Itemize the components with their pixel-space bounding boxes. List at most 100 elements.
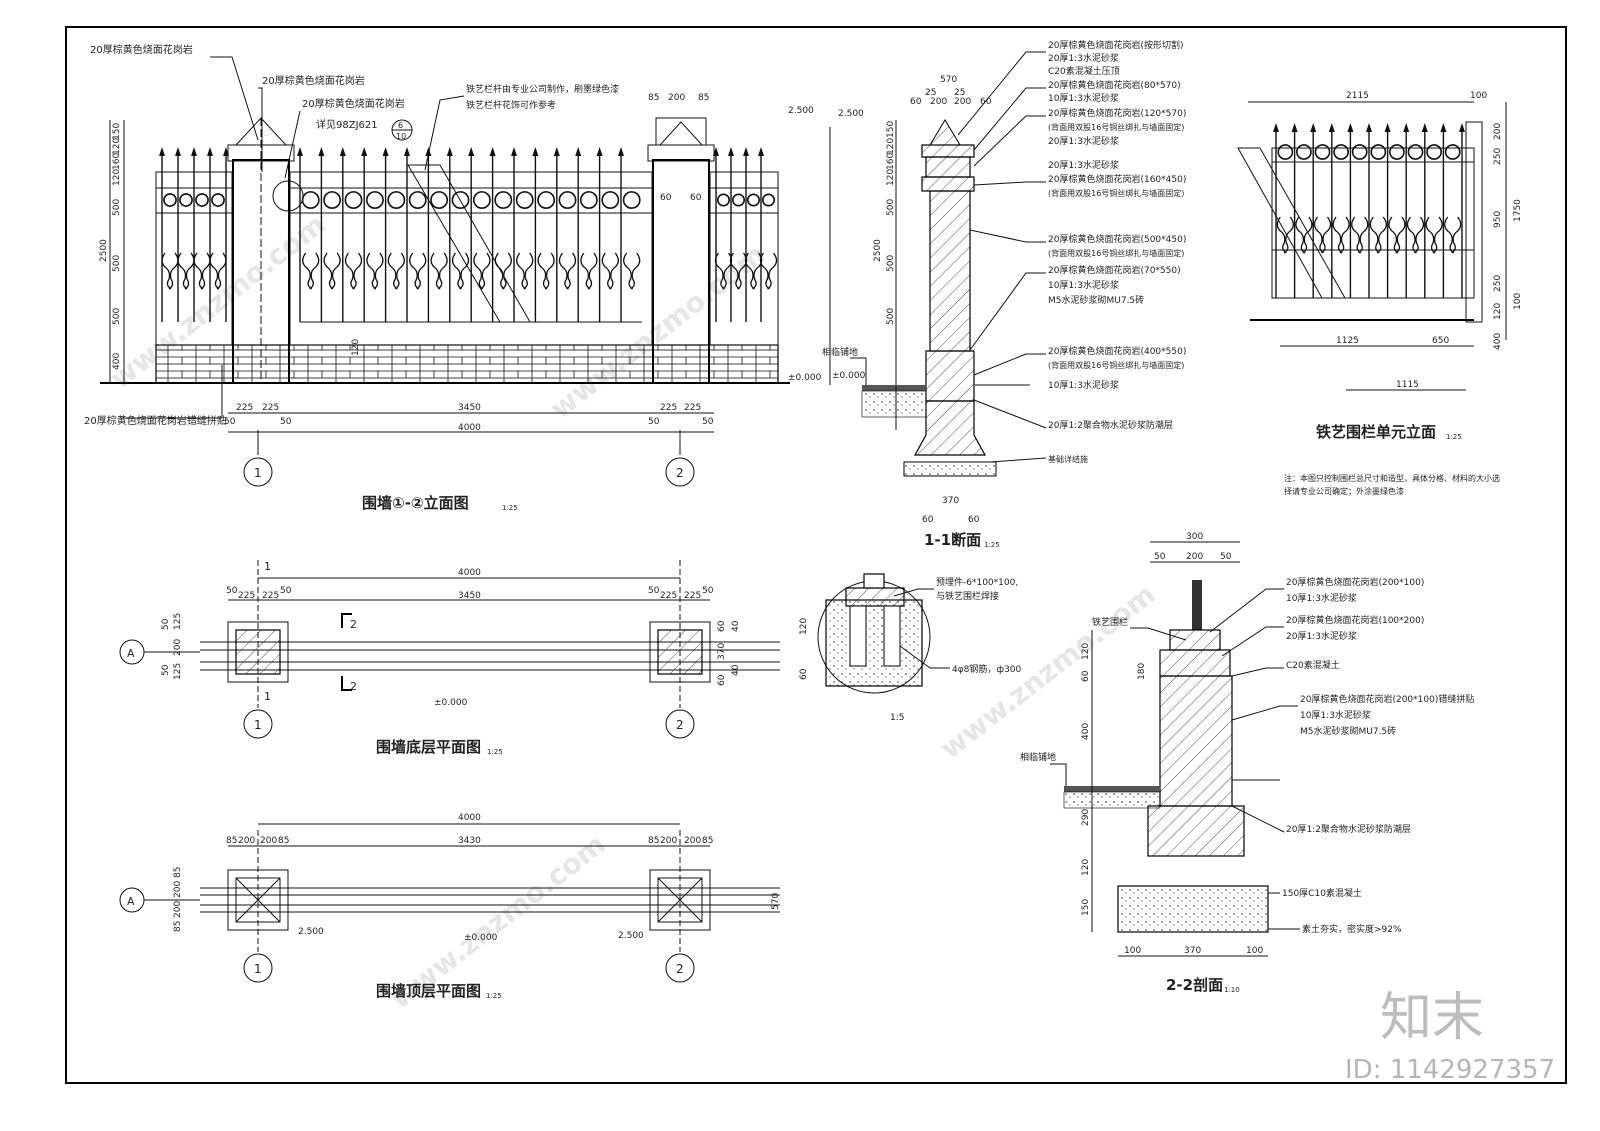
elev-axis-2: 2 [676,466,684,480]
pt-dim-l0: 85 [173,867,183,878]
detail-1-5: 预埋件-6*100*100, 与铁艺围栏焊接 4φ8钢筋，ф300 120 60… [799,573,1022,723]
s11-dim-l2: 160 [886,153,896,170]
s11-dim-l7: 500 [886,308,896,325]
detail-note-1: 与铁艺围栏焊接 [936,590,999,602]
pg-dim-l3: 50 [161,664,171,676]
pt-axis-2: 2 [676,962,684,976]
elevation-dims-bottom: 225 225 50 50 3450 225 225 50 50 4000 85… [224,93,822,487]
pg-dim-1: 50 [226,586,238,596]
elev-axis-2-bubble [665,457,695,487]
elev-dim-b2: 50 [224,417,236,427]
pt-dim-7: 200 [660,836,677,846]
s22-note-3: 20厚1:3水泥砂浆 [1286,630,1357,642]
elev-level-ground: ±0.000 [788,373,822,383]
detail-scale: 1:5 [890,713,904,723]
pg-cut-2a: 2 [350,618,357,631]
pillar-right [647,117,715,384]
watermark-id: ID: 1142927357 [1345,1055,1555,1085]
s11-dim-b2: 60 [968,515,980,525]
pg-dim-l0: 50 [161,618,171,630]
s11-dim-l0: 150 [886,121,896,138]
elevation-view: 20厚棕黄色烧面花岗岩 20厚棕黄色烧面花岗岩 20厚棕黄色烧面花岗岩 详见98… [84,43,822,512]
s22-scale: 1:10 [1224,986,1240,994]
unit-elevation: 2115 100 200 250 950 250 120 400 1750 10… [1237,91,1523,496]
pg-dim-6: 50 [648,586,660,596]
pt-level-1: ±0.000 [464,933,498,943]
pt-dim-9: 85 [702,836,713,846]
s11-dim-t6: 60 [980,97,992,107]
elev-dim-b1: 225 [262,403,279,413]
pg-dim-r3: 60 [717,620,727,632]
s22-dims: 300 50 200 50 120 60 180 400 290 120 150… [1081,532,1268,957]
unit-dim-r4: 120 [1493,303,1503,320]
pt-level-2: 2.500 [618,931,644,941]
detail-dim-1: 60 [799,668,809,680]
s11-note-6: (背面用双股16号铜丝绑扎与墙面固定) [1048,122,1184,132]
elevation-scale: 1:25 [502,504,518,512]
s11-note-15: M5水泥砂浆砌MU7.5砖 [1048,294,1144,306]
elev-dim-l5: 500 [112,255,122,272]
pg-dim-2: 225 [238,591,255,601]
elev-dim-l7: 400 [112,353,122,370]
s11-title: 1-1断面 [924,531,981,549]
plan-ground-scale: 1:25 [487,748,503,756]
brick-base [155,344,779,384]
elevation-note-1: 20厚棕黄色烧面花岗岩 [90,43,193,56]
s22-dim-l6: 150 [1081,899,1091,916]
pg-dim-4: 50 [280,586,292,596]
pt-dim-l2: 200 [173,901,183,918]
s22-notes: 铁艺围栏 相临铺地 20厚棕黄色烧面花岗岩(200*100) 10厚1:3水泥砂… [1020,576,1474,935]
fence-panels [155,147,779,346]
unit-dim-b2: 1115 [1396,380,1419,390]
elev-small-3: 120 [351,339,361,356]
s11-dim-t1: 25 [925,88,936,98]
s22-dim-l5: 120 [1081,859,1091,876]
s11-note-0: 20厚棕黄色烧面花岗岩(按形切割) [1048,39,1183,51]
pg-dim-0: 4000 [458,568,481,578]
pt-dim-1: 85 [226,836,237,846]
pg-axis-1-bubble [243,709,273,739]
elev-dim-b8: 50 [702,417,714,427]
unit-dim-r0: 200 [1493,123,1503,140]
unit-dim-b0: 1125 [1336,336,1359,346]
s11-note-14: 10厚1:3水泥砂浆 [1048,279,1119,291]
detail-ref-bottom: 10 [396,132,406,141]
unit-dim-r6: 1750 [1513,199,1523,222]
pg-dim-8: 225 [684,591,701,601]
s22-note-1: 10厚1:3水泥砂浆 [1286,592,1357,604]
pt-dim-6: 85 [648,836,659,846]
elev-dim-t1: 200 [668,93,685,103]
plan-top-dims: 4000 85 200 200 85 3430 85 200 200 85 85… [119,813,781,983]
pg-axis-2-bubble [665,709,695,739]
s11-dims: 570 25 25 60 200 200 60 150 120 160 120 … [832,75,992,525]
s11-dim-t5: 200 [954,97,971,107]
pg-cut-1a: 1 [264,560,271,573]
pt-axis-2-bubble [665,953,695,983]
s11-dim-l1: 120 [886,138,896,155]
unit-dim-t0: 2115 [1346,91,1369,101]
pt-dim-2: 200 [238,836,255,846]
s22-dim-b0: 100 [1124,946,1141,956]
pt-dim-4: 85 [278,836,289,846]
s11-dim-b0: 370 [942,496,959,506]
pg-dim-r4: 60 [717,674,727,686]
pg-cut-1b: 1 [264,690,271,703]
pg-dim-7: 225 [660,591,677,601]
pg-dim-r0: 40 [731,620,741,632]
s11-note-4: 10厚1:3水泥砂浆 [1048,92,1119,104]
elevation-note-3: 20厚棕黄色烧面花岗岩 [302,97,405,110]
s22-left-note-0: 铁艺围栏 [1092,616,1128,628]
s22-dim-b1: 370 [1184,946,1201,956]
elev-dim-l6: 500 [112,308,122,325]
elev-dim-t2: 85 [698,93,709,103]
s22-dim-l4: 290 [1081,809,1091,826]
pt-dim-l1: 200 [173,881,183,898]
s22-note-7: M5水泥砂浆砌MU7.5砖 [1300,725,1396,737]
pg-dim-r2: 370 [717,643,727,660]
elevation-notes: 20厚棕黄色烧面花岗岩 20厚棕黄色烧面花岗岩 20厚棕黄色烧面花岗岩 详见98… [84,43,619,427]
plan-top-scale: 1:25 [486,992,502,1000]
elev-dim-t0: 85 [648,93,659,103]
s22-note-10: 素土夯实，密实度>92% [1302,923,1402,935]
detail-dim-0: 120 [799,618,809,635]
unit-dim-r3: 250 [1493,275,1503,292]
